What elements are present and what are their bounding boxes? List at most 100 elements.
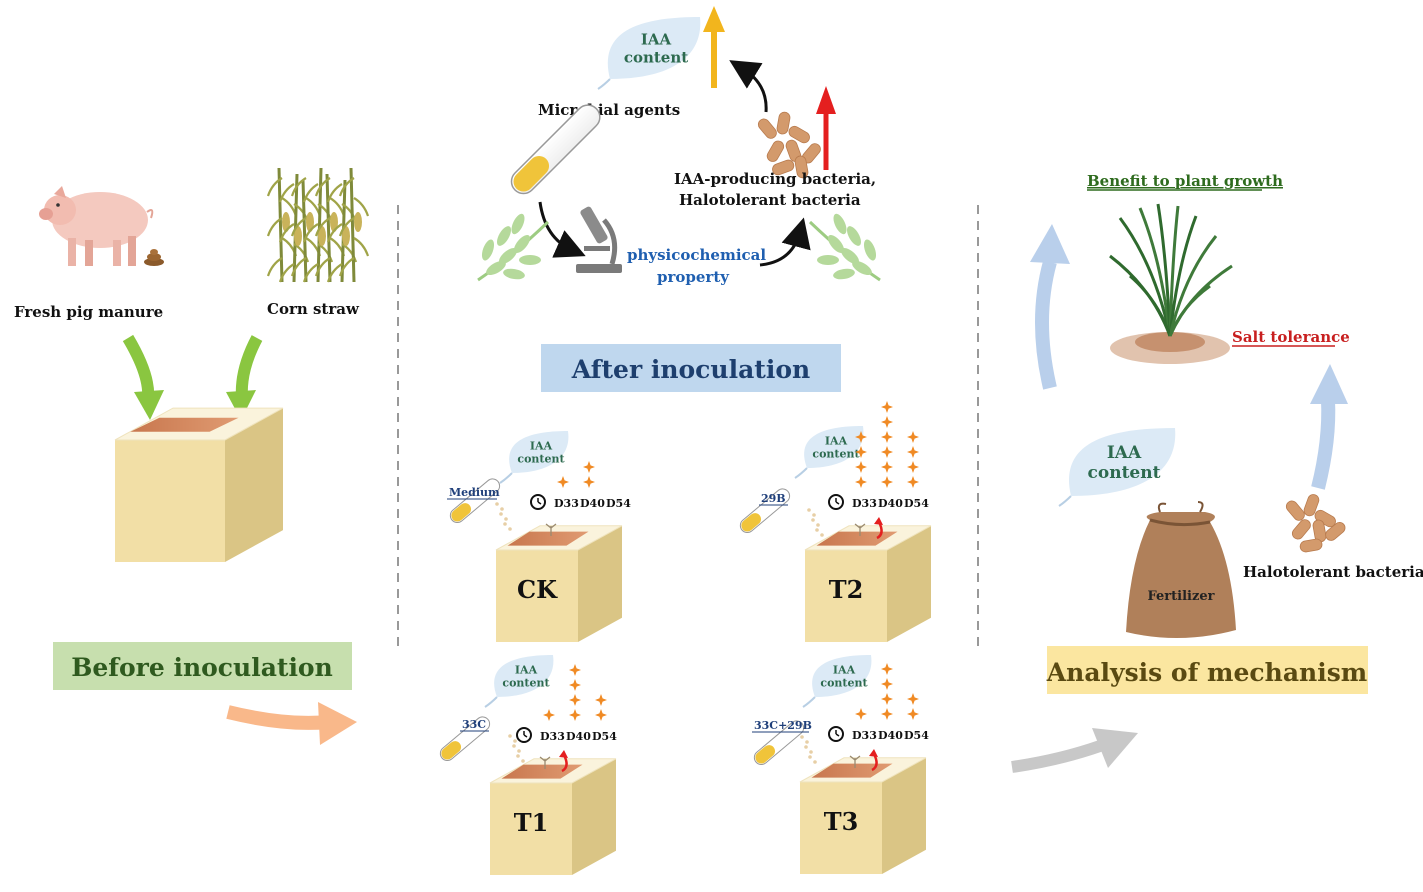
box-soil [816, 531, 898, 546]
treatment-leaf-ck-line2: content [517, 452, 565, 465]
salt-tolerance-label: Salt tolerance [1232, 328, 1350, 346]
treatment-label-t1: T1 [514, 808, 549, 837]
treatment-leaf-t3-line2: content [820, 676, 868, 689]
iaa-star [881, 663, 893, 675]
iaa-star [855, 431, 867, 443]
plant-blade-0 [1118, 217, 1172, 337]
sprig-leaf-0 [486, 261, 506, 275]
iaa-star [855, 446, 867, 458]
day-label-d40: D40 [566, 730, 591, 743]
sprig-leaf-4 [497, 226, 511, 246]
yellow-up-arrow [703, 6, 725, 88]
agent-tube-icon [439, 716, 491, 762]
iaa-star [595, 709, 607, 721]
iaa-star [595, 694, 607, 706]
fertilizer-label: Fertilizer [1148, 589, 1215, 604]
before-inoculation-banner [53, 642, 352, 690]
iaa-star [855, 461, 867, 473]
bacterium-5 [1325, 521, 1346, 541]
agent-label: Medium [449, 486, 500, 499]
box-side [887, 525, 931, 642]
bacterium-1 [1303, 494, 1320, 517]
cycle-arrow-to-microscope [538, 201, 586, 258]
day-label-d40: D40 [580, 497, 605, 510]
treatment-label-t3: T3 [824, 807, 859, 836]
iaa-star [583, 476, 595, 488]
fertilizer-bag-icon [1126, 501, 1236, 639]
box-front [805, 550, 887, 642]
sprig-leaf-6 [503, 268, 525, 280]
cycle-arrow-to-leaf [729, 60, 768, 113]
iaa-star [569, 709, 581, 721]
treatment-label-ck: CK [517, 575, 558, 604]
stalk-4 [325, 173, 332, 283]
day-label-d33: D33 [540, 730, 565, 743]
iaa-star [583, 461, 595, 473]
day-label-d54: D54 [592, 730, 617, 743]
bacteria-right-icon [1285, 494, 1346, 553]
sprig-leaf-7 [817, 255, 839, 265]
bacterium-3 [1291, 519, 1311, 540]
box-front [115, 440, 225, 562]
sprig-leaf-1 [840, 247, 860, 265]
agent-label: 29B [761, 492, 786, 505]
agent-tube-icon [449, 478, 501, 524]
bacterium-3 [766, 140, 785, 162]
iaa-star [881, 461, 893, 473]
analysis-title: Analysis of mechanism [1046, 658, 1367, 687]
before-inoculation-title: Before inoculation [71, 653, 333, 682]
sprout-icon [539, 756, 551, 769]
iaa-star [557, 476, 569, 488]
box-side [578, 525, 622, 642]
iaa-star [855, 708, 867, 720]
stalk-0 [277, 167, 284, 283]
sprout-icon [849, 755, 861, 768]
agent-label: 33C [462, 718, 486, 731]
microscope-icon [576, 206, 622, 273]
iaa-star [907, 461, 919, 473]
iaa-star [569, 679, 581, 691]
stalk-2 [301, 179, 308, 283]
box-front [496, 550, 578, 642]
plant-blade-9 [1168, 284, 1211, 337]
treatment-leaf-t3-line1: IAA [833, 663, 856, 676]
treatment-leaf-t1-line1: IAA [515, 663, 538, 676]
blue-arrow-left-up [1030, 224, 1070, 390]
analysis-banner [1047, 646, 1368, 694]
iaa-star [881, 476, 893, 488]
iaa-star [881, 401, 893, 413]
treatment-leaf-t1-line2: content [502, 676, 550, 689]
day-label-d54: D54 [904, 729, 929, 742]
iaa-leaf-top-text-line1: IAA [641, 30, 672, 48]
day-label-d40: D40 [878, 497, 903, 510]
plant-blade-4 [1168, 215, 1198, 337]
iaa-star [881, 416, 893, 428]
box-side [225, 408, 283, 562]
pig-icon [39, 186, 154, 266]
sprig-leaf-1 [498, 247, 518, 265]
sprig-leaf-5 [833, 213, 847, 235]
iaa-star [881, 431, 893, 443]
after-inoculation-title: After inoculation [571, 355, 810, 384]
iaa-star [569, 694, 581, 706]
iaa-star [881, 708, 893, 720]
bacteria-label-line2: Halotolerant bacteria [679, 191, 861, 209]
leaf-shape [1068, 428, 1176, 496]
plant-blade-6 [1109, 254, 1172, 337]
iaa-leaf-top-text-line2: content [624, 48, 688, 66]
plant-blade-8 [1129, 274, 1172, 337]
leaf-shape [804, 426, 864, 468]
red-up-arrow [816, 86, 836, 170]
bacterium-6 [772, 159, 795, 176]
day-label-d33: D33 [852, 497, 877, 510]
leaf-shape [812, 655, 872, 697]
day-label-d54: D54 [904, 497, 929, 510]
plant-blade-5 [1168, 235, 1218, 337]
box-soil [811, 763, 893, 778]
